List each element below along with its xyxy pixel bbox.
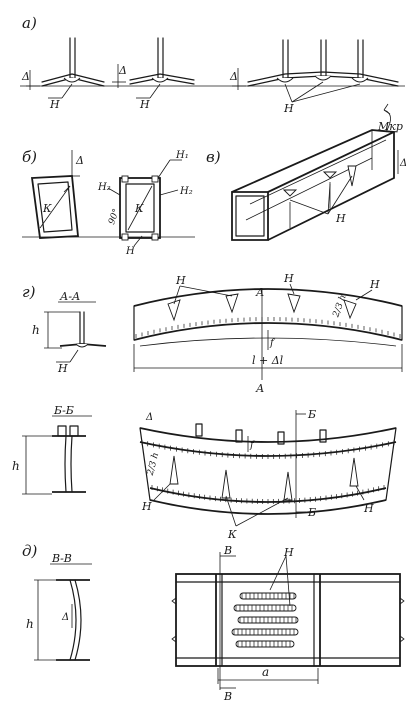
panel-d-label: д)	[22, 542, 38, 560]
beam1-f: f	[269, 338, 276, 349]
section-a-label: А-А	[59, 290, 80, 303]
delta-2: Δ	[118, 64, 127, 77]
section-v-v: h Δ	[26, 579, 90, 661]
beam2-f: f	[249, 440, 256, 451]
beam2-weld-leg: 2/3 h	[145, 452, 161, 478]
beam1-length: l + Δl	[252, 354, 284, 367]
panel-v-delta: Δ	[399, 158, 407, 169]
weld-h-3: Н	[283, 102, 294, 115]
box-beam-front	[231, 191, 269, 241]
weld-h-label-bottom: Н	[125, 246, 135, 257]
plate-cut-top: В	[223, 544, 232, 557]
beam1-weld-3: Н	[369, 278, 380, 291]
beam2-cut-b-bottom: Б	[307, 506, 316, 519]
weld-bead	[231, 628, 299, 636]
section-v-delta: Δ	[61, 612, 69, 623]
weld-bead	[239, 592, 297, 600]
weld-h2-label-right: Н₂	[179, 186, 193, 197]
section-a-weld: Н	[57, 362, 68, 375]
beam1-cut-a-bottom: А	[255, 382, 264, 395]
beam1-cut-a-top: А	[255, 286, 264, 299]
panel-a-delta-markers: Δ Δ Δ	[21, 64, 246, 90]
panel-a-label: а)	[22, 14, 37, 32]
section-a-h: h	[32, 323, 40, 337]
section-v-h: h	[26, 617, 34, 631]
panel-g: г) А-А h Н	[12, 272, 403, 541]
beam1-weld-hatch	[135, 317, 401, 338]
weld-h2-label-left: Н₂	[97, 182, 111, 193]
panel-g-label: г)	[22, 283, 36, 301]
beam2-delta: Δ	[145, 412, 153, 423]
weld-h1-label: Н₁	[175, 150, 189, 161]
t-joint-2	[129, 37, 195, 85]
weld-h-2: Н	[139, 98, 150, 111]
panel-v-label: в)	[206, 148, 221, 166]
section-v-label: В-В	[51, 552, 72, 565]
box-beam-top	[231, 129, 398, 193]
panel-b-label: б)	[22, 148, 37, 166]
beam2-weld-h-left: Н	[141, 500, 152, 513]
t-joint-1	[41, 37, 105, 87]
section-a-a: h Н	[32, 311, 107, 375]
plate-dim-a: а	[262, 665, 269, 679]
delta-3: Δ	[229, 70, 238, 83]
weld-bead	[233, 604, 297, 612]
plate-weld-label: Н	[283, 546, 294, 559]
bent-beam-2: К Н Н 2/3 h f Δ Б Б	[139, 408, 397, 541]
beam2-cut-b-top: Б	[307, 408, 316, 421]
box-beam-side	[267, 132, 395, 241]
distorted-box: К Δ	[30, 150, 84, 239]
bent-beam-1: Н Н Н 2/3 h А А f l + Δl	[133, 272, 403, 395]
beam1-flange-top	[133, 288, 403, 307]
plate-cut-bottom: В	[223, 690, 232, 703]
beam2-weld-hatch	[141, 440, 395, 504]
beam1-weld-1: Н	[175, 274, 186, 287]
panel-a: а)	[20, 14, 405, 115]
beam2-weld-h-right: Н	[363, 502, 374, 515]
weld-beads	[231, 592, 299, 648]
t-joint-3	[247, 39, 399, 87]
weld-h-1: Н	[49, 98, 60, 111]
panel-b: б) К Δ К Н₁ Н₂	[22, 148, 195, 257]
beam1-weld-2: Н	[283, 272, 294, 285]
section-b-h: h	[12, 459, 20, 473]
beam2-weld-k: К	[227, 528, 237, 541]
panel-b-delta: Δ	[75, 154, 84, 167]
torque-label: Мкр	[377, 120, 403, 133]
panel-v: в) Мкр Δ Н	[206, 103, 407, 241]
plate-panel: В В Н а	[171, 544, 405, 703]
section-b-label: Б-Б	[53, 404, 74, 417]
weld-k-label: К	[42, 202, 52, 215]
section-b-b: h	[12, 425, 86, 495]
panel-a-weld-leaders: Н Н Н	[48, 81, 361, 115]
weld-bead	[235, 640, 295, 648]
delta-1: Δ	[21, 70, 30, 83]
braced-box: К Н₁ Н₂ Н₂ 90° Н	[97, 150, 193, 257]
panel-d: д) В-В h Δ	[22, 542, 405, 703]
weld-k-label-2: К	[134, 202, 144, 215]
beam2-flange-top	[139, 427, 397, 443]
panel-v-weld: Н	[335, 212, 346, 225]
beam1-flange-bottom	[133, 322, 403, 341]
